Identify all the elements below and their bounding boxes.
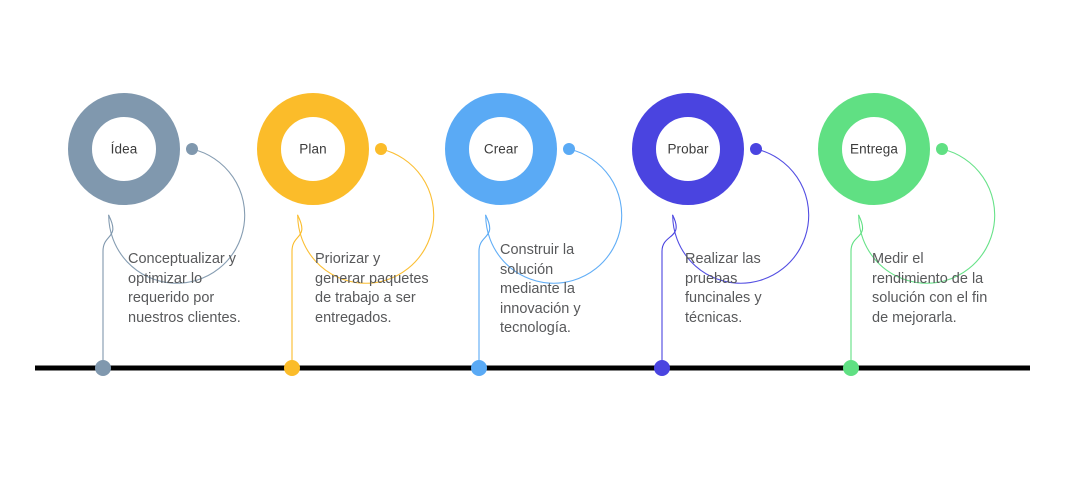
step-donut-ring[interactable] [818, 93, 930, 205]
step-label-4: Probar [667, 141, 709, 157]
step-description-line: funcinales y [685, 290, 762, 306]
step-description-line: Priorizar y [315, 251, 381, 267]
step-description-line: generar paquetes [315, 270, 429, 287]
step-description-line: Construir la [500, 242, 575, 258]
step-description-line: entregados. [315, 309, 392, 326]
step-description-5: Medir el rendimiento de la solución con el… [872, 250, 1022, 328]
arc-end-dot [375, 143, 387, 155]
timeline-step-dot[interactable] [654, 360, 670, 376]
step-halo-arc [858, 148, 996, 284]
step-description-line: nuestros clientes. [128, 309, 241, 326]
step-donut-rings [68, 93, 930, 205]
step-connector-lines [102, 214, 864, 369]
step-label-5: Entrega [850, 141, 898, 157]
step-donut-ring[interactable] [632, 93, 744, 205]
step-description-2: Priorizar y generar paquetes de trabajo a … [315, 250, 465, 328]
arc-end-dot [936, 143, 948, 155]
step-description-line: Medir el [872, 251, 924, 267]
step-label-3: Crear [483, 141, 519, 157]
step-description-line: de mejorarla. [872, 309, 957, 326]
step-connector-line [850, 214, 864, 369]
step-description-line: requerido por [128, 290, 215, 306]
step-halo-arc [485, 148, 623, 284]
step-halo-arc [672, 148, 810, 284]
timeline-step-dot[interactable] [843, 360, 859, 376]
step-connector-line [102, 214, 114, 369]
step-description-line: tecnología. [500, 320, 571, 336]
step-donut-ring[interactable] [257, 93, 369, 205]
step-description-4: Realizar las pruebas funcinales y técnicas. [685, 250, 835, 328]
step-label-2: Plan [299, 141, 327, 157]
arc-end-dots [186, 143, 948, 155]
step-label-1: Ídea [110, 141, 138, 157]
step-description-line: pruebas [685, 270, 738, 287]
step-description-1: Conceptualizar y optimizar lo requerido po… [128, 250, 278, 328]
timeline-step-dots [95, 360, 859, 376]
arc-end-dot [186, 143, 198, 155]
step-halo-arc [297, 148, 435, 284]
step-halo-arc [108, 148, 246, 284]
step-description-line: innovación y [500, 300, 581, 317]
step-connector-line [661, 214, 677, 369]
step-halo-arcs [108, 148, 996, 284]
arc-end-dot [563, 143, 575, 155]
step-description-line: de trabajo a ser [315, 290, 416, 306]
step-connector-line [291, 214, 303, 369]
step-description-line: optimizar lo [128, 270, 203, 287]
timeline-step-dot[interactable] [471, 360, 487, 376]
timeline-step-dot[interactable] [95, 360, 111, 376]
step-description-3: Construir la solución mediante la innovació… [500, 241, 650, 339]
step-description-line: solución [500, 261, 554, 278]
step-description-line: Conceptualizar y [128, 251, 236, 267]
step-connector-line [478, 214, 491, 369]
step-donut-ring[interactable] [445, 93, 557, 205]
step-description-line: rendimiento de la [872, 270, 984, 287]
arc-end-dot [750, 143, 762, 155]
step-description-line: técnicas. [685, 309, 743, 326]
timeline-step-dot[interactable] [284, 360, 300, 376]
step-description-line: Realizar las [685, 251, 761, 267]
step-donut-ring[interactable] [68, 93, 180, 205]
step-description-line: solución con el fin [872, 290, 988, 306]
step-description-line: mediante la [500, 281, 575, 297]
